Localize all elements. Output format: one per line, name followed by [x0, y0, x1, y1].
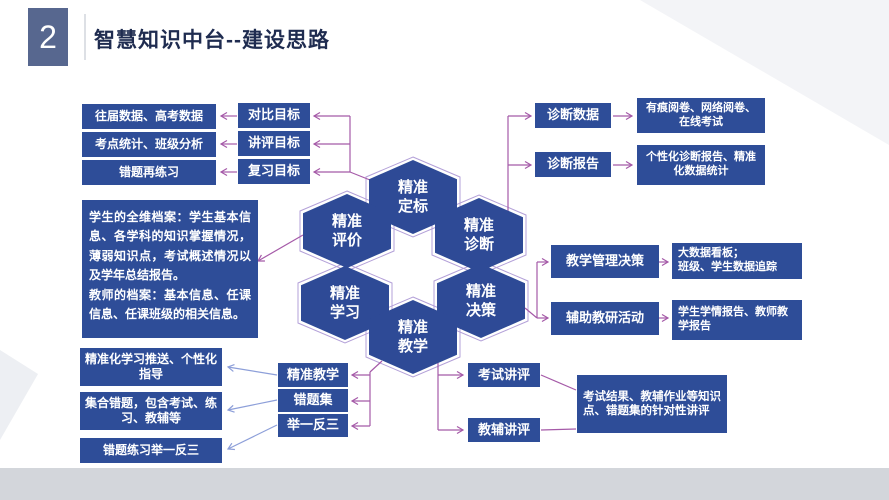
box-precise-teaching-tool: 精准教学	[278, 363, 348, 387]
box-marking-detail: 有痕阅卷、网络阅卷、在线考试	[637, 98, 765, 133]
box-personalized-report-detail: 个性化诊断报告、精准化数据统计	[637, 145, 765, 185]
box-big-data-dashboard-detail: 大数据看板； 班级、学生数据追踪	[672, 243, 802, 279]
box-wrong-question-book: 错题集	[278, 389, 348, 412]
box-precise-push-detail: 精准化学习推送、个性化指导	[80, 348, 222, 386]
box-diagnosis-data: 诊断数据	[535, 103, 611, 128]
box-assist-research-activity: 辅助教研活动	[551, 302, 659, 335]
box-wrong-question-drill-detail: 错题练习举一反三	[80, 438, 222, 463]
purple-connectors	[219, 111, 670, 435]
box-wrong-question-practice: 错题再练习	[82, 160, 216, 185]
box-exam-review: 考试讲评	[468, 363, 540, 387]
box-exam-point-stats: 考点统计、班级分析	[82, 132, 216, 157]
bottom-gray-strip	[0, 468, 889, 500]
header-divider	[84, 14, 86, 60]
box-targeted-review-detail: 考试结果、教辅作业等知识点、错题集的针对性讲评	[577, 375, 727, 433]
corner-wedge-bottom-left	[0, 350, 38, 440]
box-past-exam-data: 往届数据、高考数据	[82, 104, 216, 129]
corner-wedge-top-right	[640, 0, 889, 145]
box-compare-goal: 对比目标	[238, 103, 310, 128]
box-workbook-review: 教辅讲评	[468, 418, 540, 442]
slide-title: 智慧知识中台--建设思路	[94, 29, 330, 52]
box-revision-goal: 复习目标	[238, 159, 310, 184]
slide-number: 2	[39, 18, 57, 55]
box-collect-wrong-questions-detail: 集合错题，包含考试、练习、教辅等	[80, 392, 222, 430]
box-review-comment-goal: 讲评目标	[238, 131, 310, 156]
box-student-teacher-profile: 学生的全维档案：学生基本信息、各学科的知识掌握情况，薄弱知识点，考试概述情况以及…	[82, 200, 258, 338]
box-draw-inferences: 举一反三	[278, 414, 348, 437]
box-teaching-management-decision: 教学管理决策	[551, 245, 659, 278]
box-diagnosis-report: 诊断报告	[535, 152, 611, 177]
blue-connectors	[226, 363, 278, 451]
slide-number-badge: 2	[28, 8, 68, 66]
box-learning-report-detail: 学生学情报告、教师教学报告	[672, 300, 802, 340]
